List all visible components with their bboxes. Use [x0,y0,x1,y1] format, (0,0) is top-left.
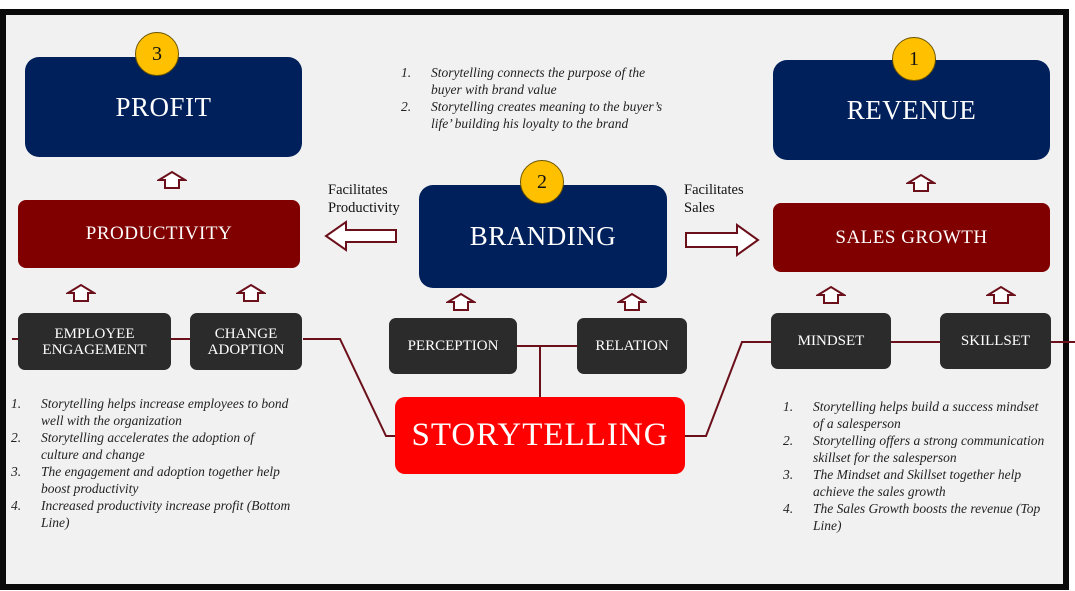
up-arrow-skillset [986,285,1016,304]
list-number: 1. [783,399,794,414]
list-item: 1. Storytelling helps increase employees … [11,395,291,429]
list-number: 1. [11,396,22,411]
list-text: The Sales Growth boosts the revenue (Top… [813,501,1041,533]
employee-engagement-box: EMPLOYEE ENGAGEMENT [18,313,171,370]
up-arrow-productivity-profit [157,170,187,189]
up-arrow-mindset [816,285,846,304]
relation-box: RELATION [577,318,687,374]
left-notes: 1. Storytelling helps increase employees … [11,395,291,531]
list-text: The Mindset and Skillset together help a… [813,467,1022,499]
list-text: Storytelling offers a strong communicati… [813,433,1045,465]
label-facilitates-sales: Facilitates Sales [684,181,744,217]
list-number: 2. [401,99,412,114]
list-item: 2. Storytelling creates meaning to the bu… [401,98,673,132]
list-number: 1. [401,65,412,80]
label-line: Facilitates [684,182,744,198]
skillset-box: SKILLSET [940,313,1051,369]
storytelling-box: STORYTELLING [395,397,685,474]
badge-profit: 3 [135,32,179,76]
up-arrow-sales-revenue [906,173,936,192]
branding-notes: 1. Storytelling connects the purpose of t… [401,64,673,132]
badge-revenue: 1 [892,37,936,81]
list-item: 2. Storytelling offers a strong communica… [783,432,1045,466]
up-arrow-adoption [236,283,266,302]
up-arrow-engagement [66,283,96,302]
sales-growth-box: SALES GROWTH [773,203,1050,272]
list-item: 3. The Mindset and Skillset together help… [783,466,1045,500]
list-item: 4. The Sales Growth boosts the revenue (T… [783,500,1045,534]
up-arrow-relation [617,292,647,311]
list-number: 3. [783,467,794,482]
change-adoption-box: CHANGE ADOPTION [190,313,302,370]
list-number: 2. [783,433,794,448]
list-number: 4. [11,498,22,513]
list-text: Storytelling accelerates the adoption of… [41,430,254,462]
label-line: Facilitates [328,182,388,198]
list-text: Increased productivity increase profit (… [41,498,291,530]
list-number: 4. [783,501,794,516]
label-line: Sales [684,200,715,216]
list-text: Storytelling creates meaning to the buye… [431,99,663,131]
up-arrow-perception [446,292,476,311]
list-item: 2. Storytelling accelerates the adoption … [11,429,291,463]
perception-box: PERCEPTION [389,318,517,374]
list-number: 3. [11,464,22,479]
list-text: Storytelling helps increase employees to… [41,396,289,428]
badge-branding: 2 [520,160,564,204]
label-facilitates-productivity: Facilitates Productivity [328,181,400,217]
productivity-box: PRODUCTIVITY [18,200,300,268]
right-notes: 1. Storytelling helps build a success min… [783,398,1045,534]
list-item: 1. Storytelling helps build a success min… [783,398,1045,432]
label-line: Productivity [328,200,400,216]
list-number: 2. [11,430,22,445]
list-text: Storytelling connects the purpose of the… [431,65,646,97]
list-text: Storytelling helps build a success minds… [813,399,1039,431]
list-item: 1. Storytelling connects the purpose of t… [401,64,673,98]
list-item: 4. Increased productivity increase profit… [11,497,291,531]
list-text: The engagement and adoption together hel… [41,464,280,496]
mindset-box: MINDSET [771,313,891,369]
list-item: 3. The engagement and adoption together h… [11,463,291,497]
